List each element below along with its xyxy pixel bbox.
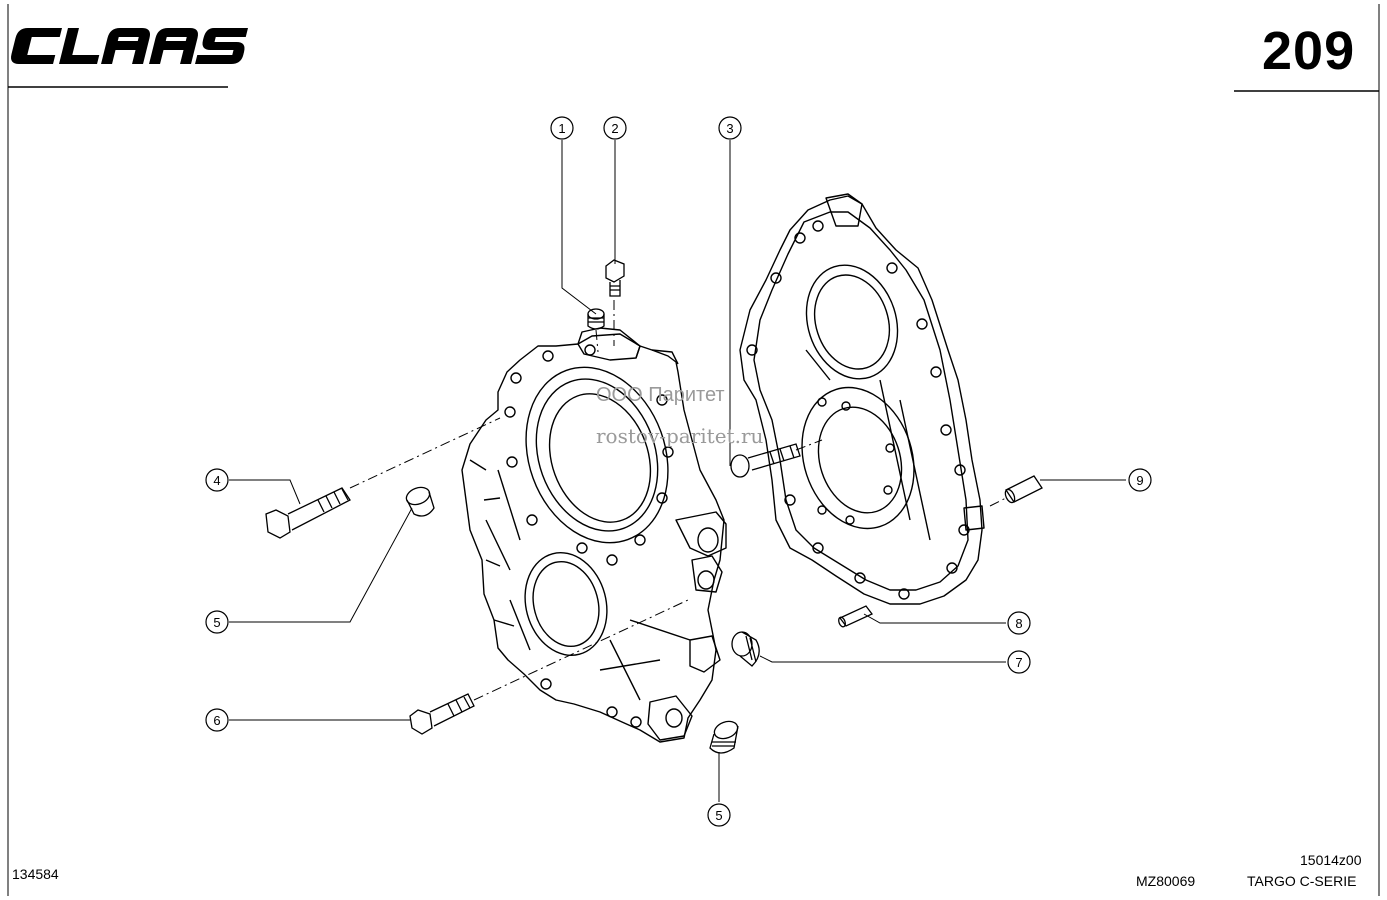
small-parts <box>265 259 1043 754</box>
plug-part-5-upper <box>405 486 435 517</box>
drawing-number: MZ80069 <box>1136 873 1196 889</box>
claas-logo <box>11 28 248 64</box>
callout-6: 6 <box>213 713 220 728</box>
series-name: TARGO C-SERIE <box>1247 873 1357 889</box>
page-number: 209 <box>1262 21 1356 81</box>
callout-9: 9 <box>1136 473 1143 488</box>
bolt-part-4 <box>265 487 351 539</box>
callout-5-upper: 5 <box>213 615 220 630</box>
leader-lines <box>229 140 1126 802</box>
callout-4: 4 <box>213 473 220 488</box>
callout-numbers: 1 2 3 4 5 6 7 8 9 5 <box>213 121 1143 823</box>
bolt-part-6 <box>409 693 475 735</box>
pin-part-8 <box>838 605 874 628</box>
front-gear-housing <box>461 327 727 743</box>
plug-part-7 <box>731 631 760 667</box>
rear-cover-plate <box>739 193 985 605</box>
watermark-website: rostov-paritet.ru <box>596 424 764 448</box>
pin-part-9 <box>1004 475 1043 504</box>
callout-2: 2 <box>611 121 618 136</box>
callout-3: 3 <box>726 121 733 136</box>
watermark-company: ООО Паритет <box>596 384 725 406</box>
image-code: 15014z00 <box>1300 852 1362 868</box>
plug-part-5-lower <box>709 720 739 754</box>
bolt-part-2 <box>605 259 625 297</box>
document-number: 134584 <box>12 866 59 882</box>
plug-part-1 <box>587 308 605 330</box>
callout-7: 7 <box>1015 655 1022 670</box>
bolt-part-3 <box>730 443 801 478</box>
callout-5-lower: 5 <box>715 808 722 823</box>
callout-bubbles <box>205 116 1152 827</box>
callout-1: 1 <box>558 121 565 136</box>
callout-8: 8 <box>1015 616 1022 631</box>
assembly-axis-lines <box>349 300 1007 701</box>
